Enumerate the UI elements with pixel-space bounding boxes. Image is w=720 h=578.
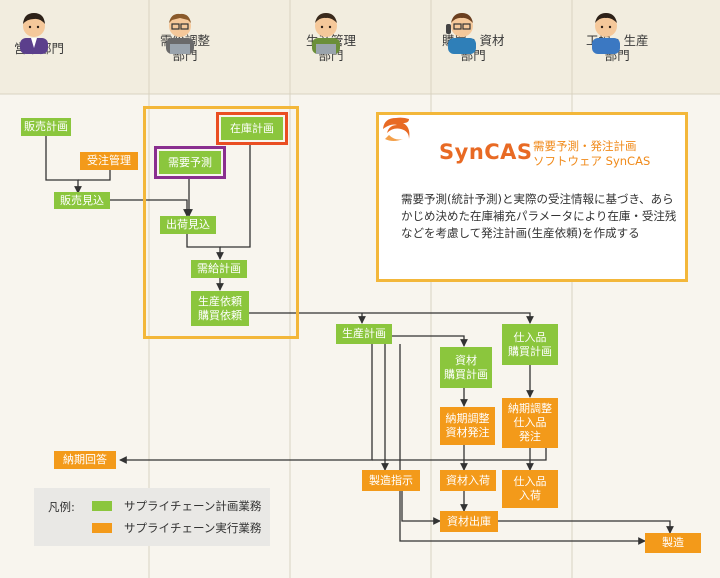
purchasing-avatar-icon [446, 13, 476, 54]
node-production-purchase-request: 生産依頼 購買依頼 [191, 291, 249, 326]
syncas-logo-icon [383, 117, 410, 141]
legend-swatch-execution [92, 523, 112, 533]
node-material-issue: 資材出庫 [440, 511, 498, 532]
inventory-plan-highlight: 在庫計画 [216, 112, 288, 145]
production-control-avatar-icon [312, 13, 340, 54]
node-goods-receipt: 仕入品 入荷 [502, 470, 558, 508]
node-delivery-adjust-material-order: 納期調整 資材発注 [440, 407, 495, 445]
node-sales-plan: 販売計画 [21, 118, 71, 136]
node-shipment-forecast: 出荷見込 [160, 216, 216, 234]
syncas-scope-frame [143, 106, 299, 339]
syncas-tagline: 需要予測・発注計画 ソフトウェア SynCAS [533, 139, 651, 168]
node-delivery-reply: 納期回答 [54, 451, 116, 469]
sales-avatar-icon [20, 13, 48, 54]
node-material-receipt: 資材入荷 [440, 470, 496, 491]
factory-avatar-icon [592, 13, 620, 54]
syncas-logo-text: SynCAS [439, 140, 533, 164]
department-purchasing: 購買・資材 部門 [442, 8, 570, 88]
legend-swatch-planning [92, 501, 112, 511]
syncas-description: 需要予測(統計予測)と実際の受注情報に基づき、あらかじめ決めた在庫補充パラメータ… [401, 192, 677, 240]
arrows [45, 136, 674, 545]
node-supply-plan: 需給計画 [191, 260, 247, 278]
legend-label-planning: サプライチェーン計画業務 [124, 499, 262, 513]
department-factory: 工場・生産 部門 [586, 8, 716, 88]
node-demand-forecast: 需要予測 [159, 151, 221, 174]
node-material-purchase-plan: 資材 購買計画 [440, 347, 492, 388]
node-manufacturing: 製造 [645, 533, 701, 553]
department-production-control: 生産管理 部門 [306, 8, 430, 88]
node-goods-purchase-plan: 仕入品 購買計画 [502, 324, 558, 365]
legend: 凡例: サプライチェーン計画業務 サプライチェーン実行業務 [34, 488, 270, 546]
legend-title: 凡例: [48, 500, 75, 514]
supply-demand-avatar-icon [166, 13, 194, 54]
legend-label-execution: サプライチェーン実行業務 [124, 521, 262, 535]
node-order-management: 受注管理 [80, 152, 138, 170]
node-inventory-plan: 在庫計画 [221, 117, 283, 140]
node-manufacturing-instruction: 製造指示 [362, 470, 420, 491]
demand-forecast-highlight: 需要予測 [154, 146, 226, 179]
department-supply-demand: 需給調整 部門 [160, 8, 288, 88]
node-production-plan: 生産計画 [336, 324, 392, 344]
node-delivery-adjust-goods-order: 納期調整 仕入品 発注 [502, 398, 558, 448]
syncas-info-panel: SynCAS 需要予測・発注計画 ソフトウェア SynCAS 需要予測(統計予測… [376, 112, 688, 282]
department-sales: 営業部門 [14, 8, 148, 88]
node-sales-forecast: 販売見込 [54, 192, 110, 209]
